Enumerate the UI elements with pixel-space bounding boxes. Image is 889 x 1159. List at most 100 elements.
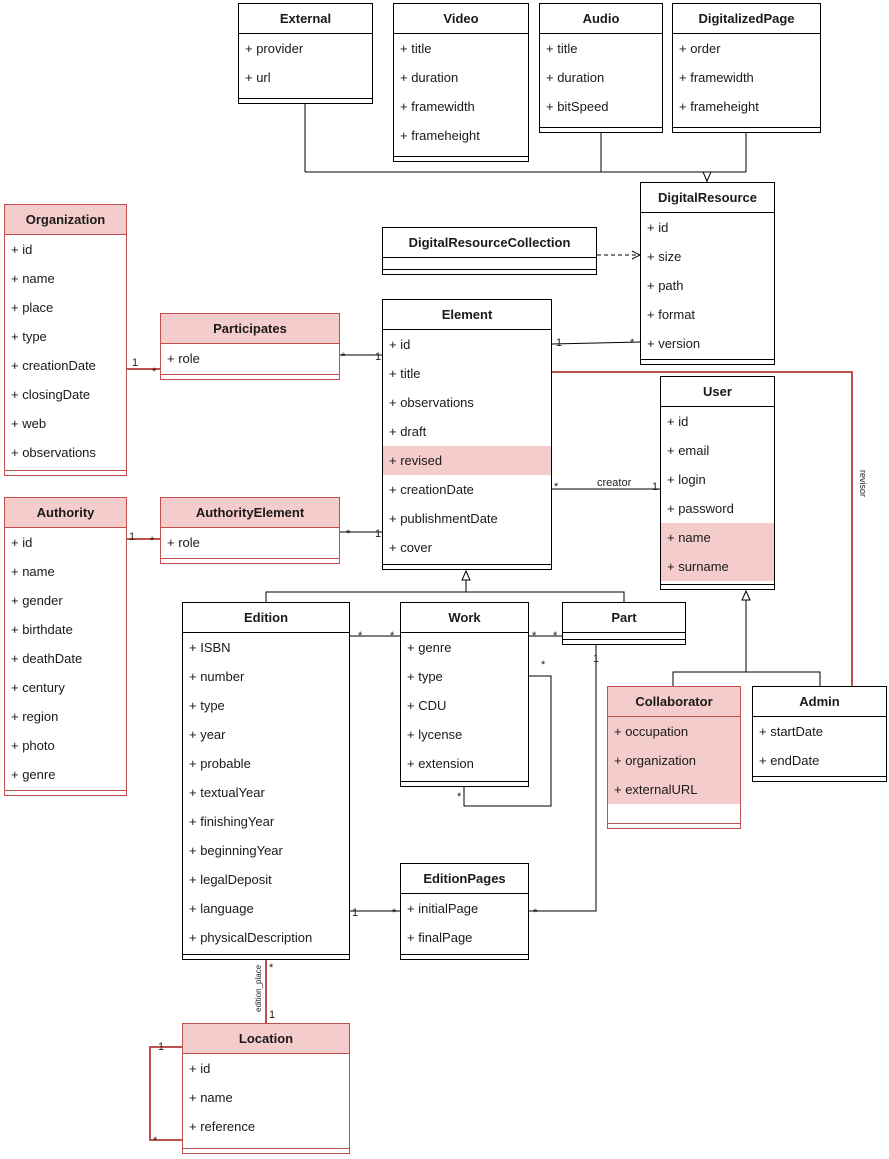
class-attribute: + startDate xyxy=(759,724,823,739)
location-self-association-line xyxy=(149,1046,182,1141)
class-name: Work xyxy=(401,603,528,633)
class-attribute: + order xyxy=(679,41,721,56)
class-authorityelement[interactable]: AuthorityElement+ role xyxy=(160,497,340,564)
class-attribute: + birthdate xyxy=(5,615,126,644)
mult-label: * xyxy=(341,351,346,363)
operations-divider xyxy=(5,790,126,791)
mult-label: * xyxy=(358,630,363,642)
class-attribute: + title xyxy=(546,41,578,56)
mult-label: 1 xyxy=(352,907,358,919)
class-organization[interactable]: Organization+ id+ name+ place+ type+ cre… xyxy=(4,204,127,476)
class-attribute: + observations xyxy=(5,438,126,467)
class-participates[interactable]: Participates+ role xyxy=(160,313,340,380)
class-name: Collaborator xyxy=(608,687,740,717)
class-attribute: + occupation xyxy=(608,717,740,746)
class-attribute: + finishingYear xyxy=(189,814,275,829)
operations-divider xyxy=(608,823,740,824)
mult-label: * xyxy=(150,535,155,547)
class-attribute: + ISBN xyxy=(189,640,231,655)
class-attribute: + version xyxy=(647,336,701,351)
element-digitalresource-line xyxy=(551,341,641,345)
class-attribute: + externalURL xyxy=(608,775,740,804)
class-attribute: + type xyxy=(189,698,225,713)
class-audio[interactable]: Audio+ title+ duration+ bitSpeed xyxy=(539,3,663,133)
operations-divider xyxy=(401,954,528,955)
class-digitalresourcecollection[interactable]: DigitalResourceCollection xyxy=(382,227,597,275)
role-label: creator xyxy=(597,477,632,489)
class-user[interactable]: User+ id+ email+ login+ password+ name+ … xyxy=(660,376,775,590)
mult-label: 1 xyxy=(129,531,135,543)
class-admin[interactable]: Admin + startDate + endDate xyxy=(752,686,887,782)
class-attribute: + role xyxy=(161,344,339,373)
operations-divider xyxy=(401,781,528,782)
class-name: Admin xyxy=(753,687,886,717)
class-attribute: + frameheight xyxy=(400,128,480,143)
class-attribute: + language xyxy=(189,901,254,916)
mult-label: 1 xyxy=(375,528,381,540)
class-work[interactable]: Work + genre + type + CDU + lycense + extensi… xyxy=(400,602,529,787)
mult-label: * xyxy=(346,528,351,540)
class-location[interactable]: Location+ id+ name+ reference xyxy=(182,1023,350,1154)
mult-label: 1 xyxy=(132,357,138,369)
mult-label: 1 xyxy=(593,653,599,665)
class-attribute: + number xyxy=(189,669,245,684)
class-attribute: + id xyxy=(5,528,126,557)
class-attribute: + extension xyxy=(407,756,474,771)
operations-divider xyxy=(5,470,126,471)
class-element[interactable]: Element+ id+ title+ observations+ draft+… xyxy=(382,299,552,570)
element-subclasses-bar xyxy=(265,591,625,602)
class-attribute: + reference xyxy=(183,1112,349,1141)
class-attribute: + id xyxy=(647,220,669,235)
class-attribute: + genre xyxy=(407,640,452,655)
class-attribute: + email xyxy=(667,443,710,458)
class-part[interactable]: Part xyxy=(562,602,686,645)
class-authority[interactable]: Authority+ id+ name+ gender+ birthdate+ … xyxy=(4,497,127,796)
class-name: Element xyxy=(383,300,551,330)
class-attribute: + observations xyxy=(389,395,474,410)
class-attribute: + id xyxy=(183,1054,349,1083)
class-attribute: + initialPage xyxy=(407,901,479,916)
class-attribute: + region xyxy=(5,702,126,731)
mult-label: * xyxy=(532,630,537,642)
class-attribute: + web xyxy=(5,409,126,438)
class-name: External xyxy=(239,4,372,34)
class-attribute: + name xyxy=(183,1083,349,1112)
class-attribute: + place xyxy=(5,293,126,322)
class-attribute: + endDate xyxy=(759,753,820,768)
class-attribute: + url xyxy=(245,70,271,85)
class-external[interactable]: External+ provider+ url xyxy=(238,3,373,104)
operations-divider xyxy=(161,558,339,559)
class-attribute: + CDU xyxy=(407,698,447,713)
class-name: DigitalResource xyxy=(641,183,774,213)
class-attribute: + type xyxy=(5,322,126,351)
class-name: Video xyxy=(394,4,528,34)
class-editionpages[interactable]: EditionPages+ initialPage+ finalPage xyxy=(400,863,529,960)
class-attribute: + framewidth xyxy=(679,70,754,85)
class-attribute: + creationDate xyxy=(389,482,474,497)
operations-divider xyxy=(661,584,774,585)
mult-label: * xyxy=(390,630,395,642)
mult-label: 1 xyxy=(269,1009,275,1021)
mult-label: * xyxy=(153,1135,158,1147)
class-collaborator[interactable]: Collaborator+ occupation+ organization+ … xyxy=(607,686,741,829)
class-attribute: + photo xyxy=(5,731,126,760)
class-attribute: + lycense xyxy=(407,727,463,742)
class-digitalizedpage[interactable]: DigitalizedPage+ order+ framewidth+ fram… xyxy=(672,3,821,133)
operations-divider xyxy=(383,269,596,270)
class-attribute: + organization xyxy=(608,746,740,775)
operations-divider xyxy=(394,156,528,157)
class-attribute: + login xyxy=(667,472,706,487)
class-video[interactable]: Video+ title+ duration+ framewidth+ fram… xyxy=(393,3,529,162)
class-attribute: + format xyxy=(647,307,696,322)
class-attribute: + cover xyxy=(389,540,432,555)
class-name: Edition xyxy=(183,603,349,633)
class-attribute: + revised xyxy=(383,446,551,475)
class-digitalresource[interactable]: DigitalResource+ id+ size+ path+ format+… xyxy=(640,182,775,365)
class-attribute: + century xyxy=(5,673,126,702)
class-edition[interactable]: Edition+ ISBN+ number+ type+ year+ proba… xyxy=(182,602,350,960)
mult-label: 1 xyxy=(556,337,562,349)
class-name: Location xyxy=(183,1024,349,1054)
class-attribute: + type xyxy=(407,669,443,684)
class-name: Part xyxy=(563,603,685,633)
class-attribute: + title xyxy=(400,41,432,56)
